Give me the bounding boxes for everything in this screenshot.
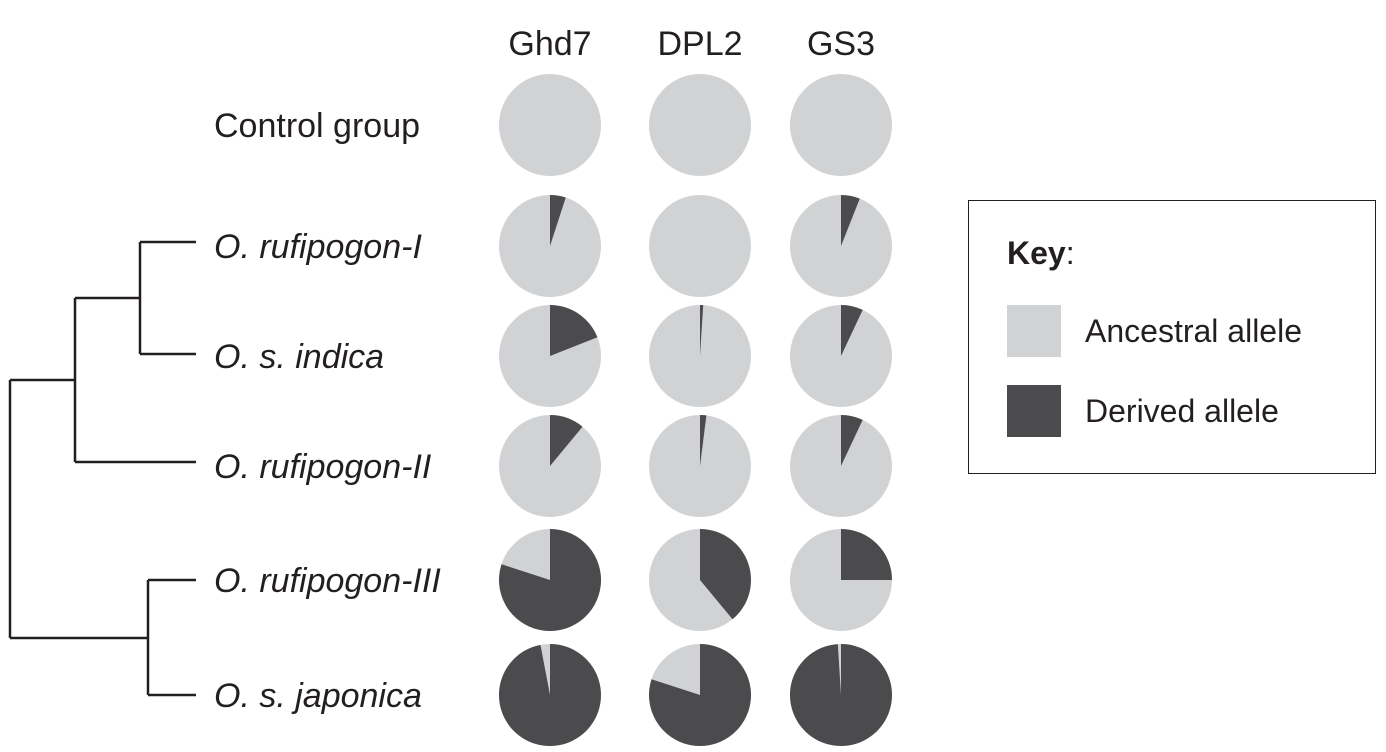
pie-o-rufipogon-ii-dpl2 — [649, 415, 751, 517]
gene-label-gs3: GS3 — [807, 25, 875, 63]
row-labels: Control group O. rufipogon-I O. s. indicaO… — [214, 107, 441, 715]
slice-derived-o-rufipogon-iii-ghd7 — [499, 529, 602, 631]
legend-label-ancestral: Ancestral allele — [1085, 312, 1302, 349]
row-label-o-s-indica: O. s. indica — [214, 338, 384, 376]
row-label-o-rufipogon-ii: O. rufipogon-II — [214, 448, 432, 486]
gene-label-dpl2: DPL2 — [657, 25, 742, 63]
phylogenetic-tree — [8, 240, 196, 697]
legend-swatch-ancestral — [1007, 305, 1061, 357]
slice-ancestral-control-group-gs3 — [790, 74, 892, 176]
pie-control-group-ghd7 — [499, 74, 601, 176]
row-label-o-s-japonica: O. s. japonica — [214, 677, 422, 715]
slice-derived-o-rufipogon-ii-dpl2 — [700, 415, 707, 466]
slice-derived-o-s-japonica-dpl2 — [649, 644, 752, 747]
legend-swatch-derived — [1007, 385, 1061, 437]
gene-label-ghd7: Ghd7 — [508, 25, 591, 63]
pie-o-rufipogon-i-dpl2 — [649, 195, 751, 297]
pie-o-rufipogon-i-gs3 — [790, 195, 892, 297]
pie-o-rufipogon-i-ghd7 — [499, 195, 601, 297]
legend-item-derived: Derived allele — [1007, 385, 1279, 437]
pie-o-rufipogon-iii-dpl2 — [649, 529, 752, 631]
slice-derived-o-rufipogon-ii-ghd7 — [550, 415, 583, 466]
pie-control-group-dpl2 — [649, 74, 751, 176]
row-label-o-rufipogon-iii: O. rufipogon-III — [214, 562, 441, 600]
slice-ancestral-o-rufipogon-i-dpl2 — [649, 195, 751, 297]
slice-derived-o-s-indica-ghd7 — [550, 305, 598, 356]
row-label-control-group: Control group — [214, 107, 420, 145]
slice-derived-o-rufipogon-iii-dpl2 — [700, 529, 752, 620]
pie-control-group-gs3 — [790, 74, 892, 176]
pie-grid — [498, 74, 892, 747]
legend-box: Key: Ancestral allele Derived allele — [968, 200, 1376, 474]
pie-o-s-japonica-ghd7 — [498, 644, 601, 746]
slice-derived-o-rufipogon-iii-gs3 — [841, 529, 892, 580]
pie-o-s-indica-dpl2 — [649, 305, 751, 407]
pie-o-rufipogon-iii-ghd7 — [499, 529, 602, 631]
slice-derived-o-rufipogon-i-ghd7 — [550, 195, 566, 246]
slice-derived-o-s-indica-gs3 — [841, 305, 863, 356]
slice-derived-o-s-japonica-ghd7 — [498, 644, 601, 746]
legend-label-derived: Derived allele — [1085, 392, 1279, 429]
legend-title: Key: — [1007, 235, 1075, 271]
slice-derived-o-rufipogon-i-gs3 — [841, 195, 860, 246]
slice-ancestral-control-group-dpl2 — [649, 74, 751, 176]
slice-derived-o-s-japonica-gs3 — [789, 644, 892, 747]
pie-o-rufipogon-ii-gs3 — [790, 415, 892, 517]
gene-labels: Ghd7 DPL2 GS3 — [508, 25, 875, 63]
pie-o-s-japonica-gs3 — [789, 644, 892, 747]
pie-o-s-japonica-dpl2 — [649, 644, 752, 747]
slice-ancestral-control-group-ghd7 — [499, 74, 601, 176]
pie-o-s-indica-gs3 — [790, 305, 892, 407]
row-label-o-rufipogon-i: O. rufipogon-I — [214, 228, 422, 266]
pie-o-s-indica-ghd7 — [499, 305, 601, 407]
pie-o-rufipogon-iii-gs3 — [790, 529, 892, 631]
pie-o-rufipogon-ii-ghd7 — [499, 415, 601, 517]
slice-derived-o-rufipogon-ii-gs3 — [841, 415, 863, 466]
legend-item-ancestral: Ancestral allele — [1007, 305, 1302, 357]
slice-derived-o-s-indica-dpl2 — [700, 305, 704, 356]
